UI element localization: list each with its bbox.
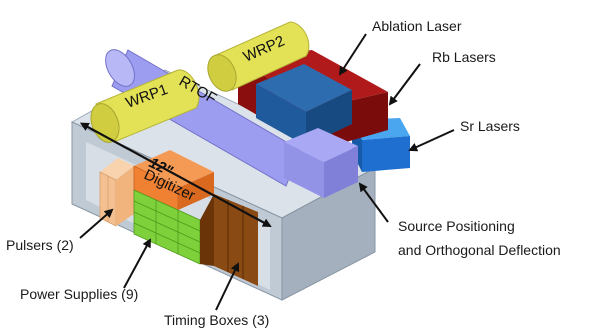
rb-lasers-label: Rb Lasers bbox=[432, 49, 496, 65]
callout-arrows bbox=[79, 33, 455, 311]
ablation-laser-arrow bbox=[338, 33, 367, 76]
source-positioning-label-line1: Source Positioning bbox=[398, 218, 515, 234]
power-supplies-label: Power Supplies (9) bbox=[20, 286, 138, 302]
power-supplies-arrow bbox=[123, 238, 151, 289]
wrp2-cylinder bbox=[207, 21, 310, 92]
sr-lasers-label: Sr Lasers bbox=[460, 118, 520, 134]
sr-lasers-arrow bbox=[408, 129, 455, 152]
pulsers-label: Pulsers (2) bbox=[6, 237, 74, 253]
source-positioning-arrow bbox=[358, 182, 389, 223]
timing-boxes-arrow bbox=[215, 262, 240, 311]
timing-boxes-label: Timing Boxes (3) bbox=[164, 312, 269, 328]
source-positioning-label-line2: and Orthogonal Deflection bbox=[398, 242, 561, 258]
pulsers-arrow bbox=[79, 208, 114, 239]
source-positioning-cube bbox=[284, 128, 358, 198]
rb-lasers-arrow bbox=[388, 63, 421, 106]
dimension-arrow bbox=[79, 122, 272, 227]
ablation-laser-label: Ablation Laser bbox=[372, 18, 462, 34]
